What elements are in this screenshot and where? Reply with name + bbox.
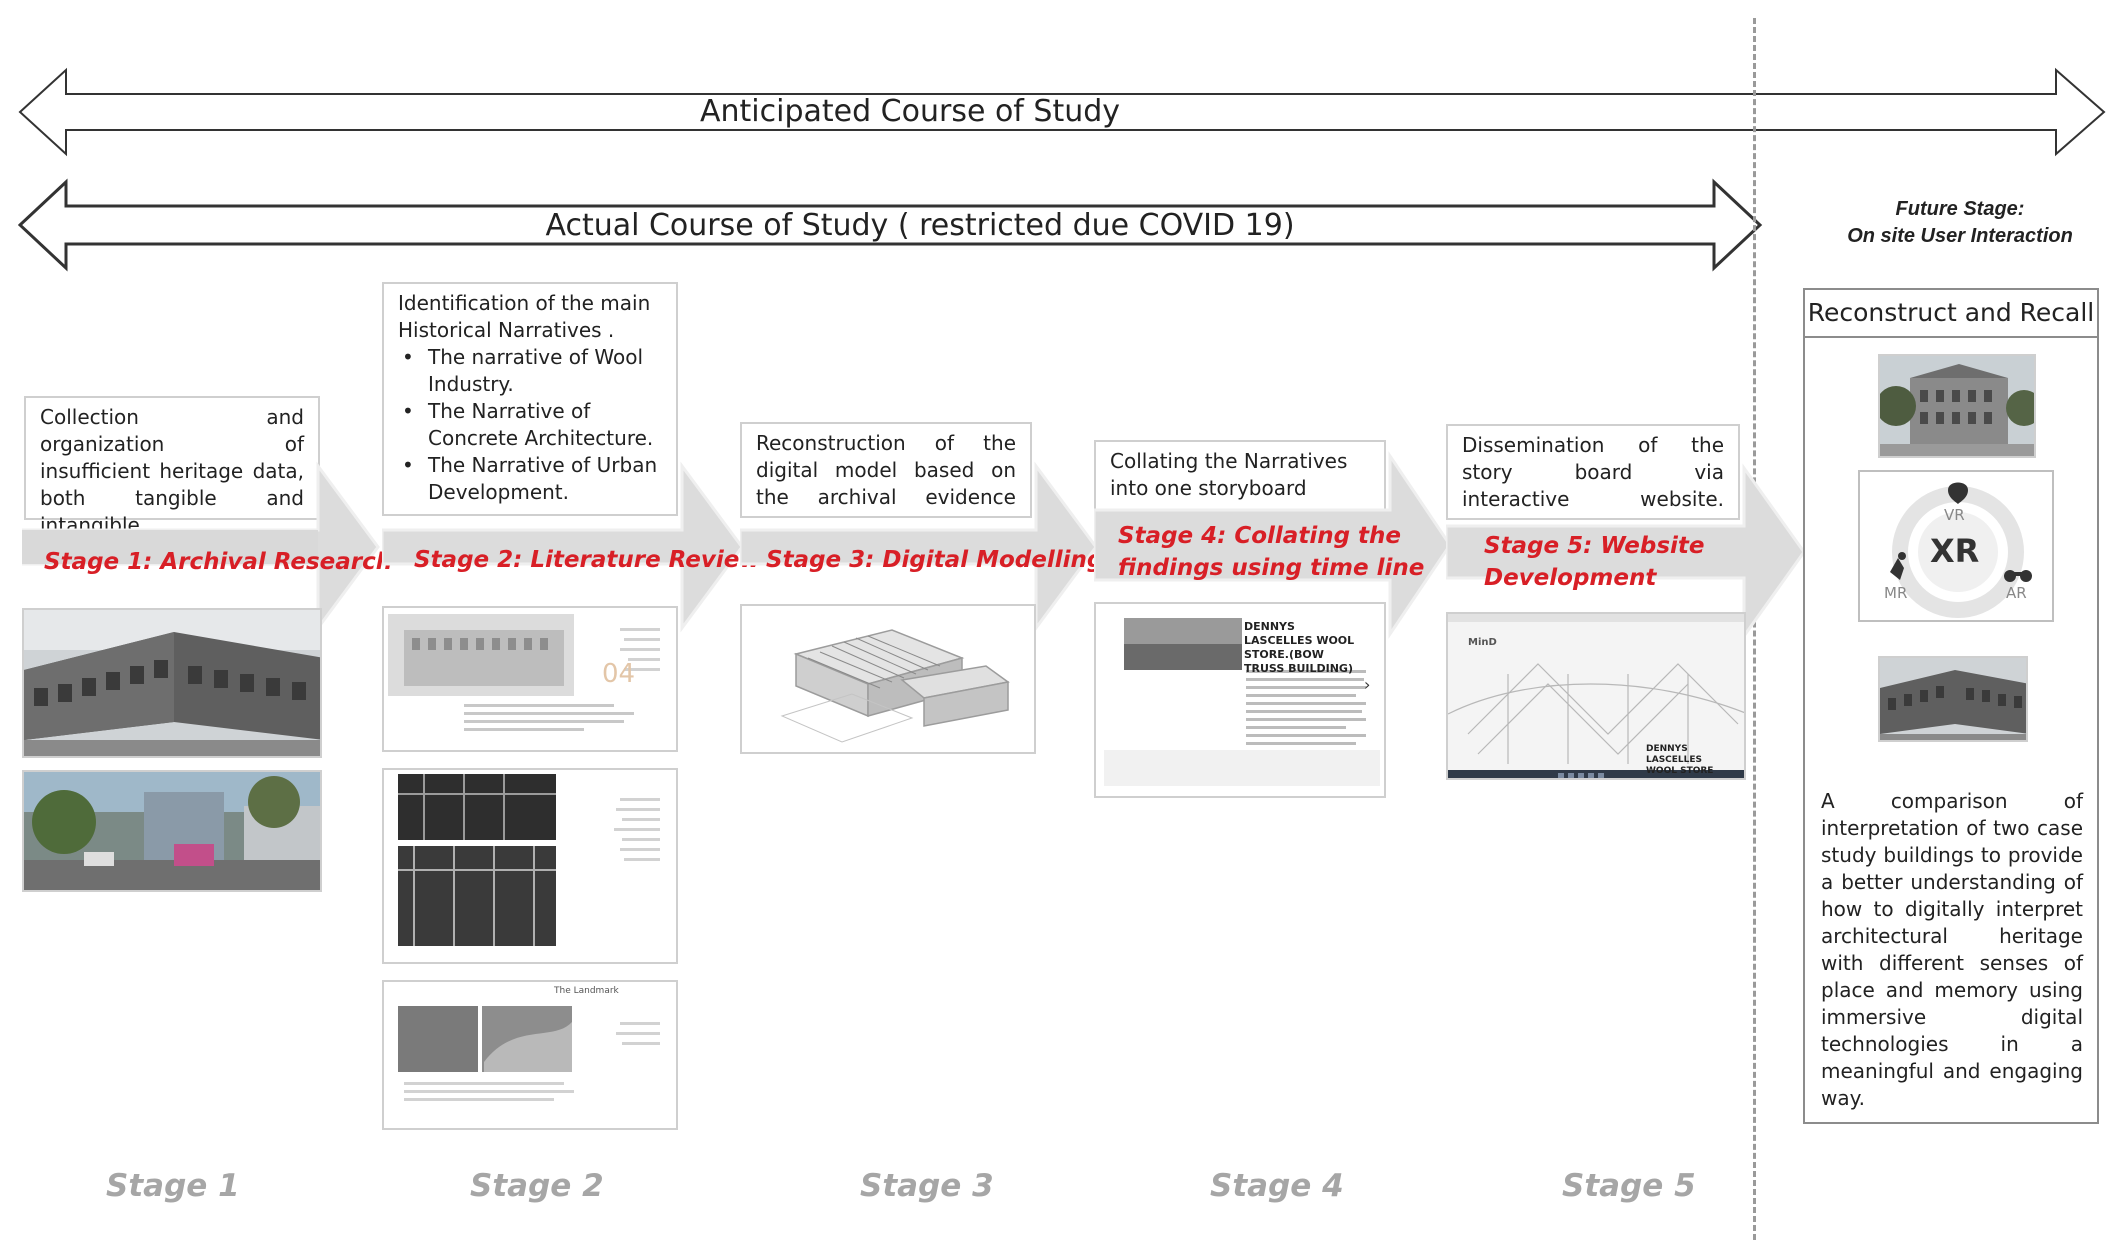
stage3-arrow-label: Stage 3: Digital Modelling: [766, 547, 1104, 573]
anticipated-course-label: Anticipated Course of Study: [699, 94, 1121, 129]
building-photo-icon: [1880, 658, 2026, 740]
stage4-arrow: [1094, 451, 1452, 639]
stage1-description: Collection and organization of insuffici…: [40, 405, 304, 537]
stage5-arrow-label-line2: Development: [1484, 565, 1657, 591]
vr-label: VR: [1944, 506, 1965, 524]
future-stage-title: Future Stage: On site User Interaction: [1800, 196, 2120, 250]
xr-label: XR: [1930, 532, 1980, 570]
building-photo-icon: [24, 610, 320, 756]
stage4-arrow-label-line2: findings using time line: [1118, 555, 1425, 581]
stage2-page-thumbnail-2: [382, 768, 678, 964]
stage4-storyboard-heading: DENNYS LASCELLES WOOL STORE.(BOW TRUSS B…: [1244, 620, 1355, 675]
stage4-storyboard-image: › DENNYS LASCELLES WOOL STORE.(BOW TRUSS…: [1094, 602, 1386, 798]
stage1-arrow-label: Stage 1: Archival Research: [44, 549, 393, 575]
stage3-arrow: [740, 461, 1098, 633]
stage2-page-number: 04: [602, 659, 636, 689]
reconstruct-recall-title: Reconstruct and Recall: [1805, 290, 2097, 338]
stage2-bullet-concrete: The Narrative of Concrete Architecture.: [398, 398, 662, 452]
historic-building-sketch-icon: [388, 614, 660, 731]
aerial-photo-icon: [398, 1006, 660, 1101]
ar-label: AR: [2006, 584, 2027, 602]
bottom-label-stage4: Stage 4: [1210, 1168, 1344, 1204]
stage3-description: Reconstruction of the digital model base…: [756, 431, 1016, 509]
website-screenshot-icon: [1448, 614, 1744, 778]
stage2-bullet-list: The narrative of Wool Industry. The Narr…: [398, 344, 662, 506]
stage3-digital-model-image: [740, 604, 1036, 754]
future-stage-description: A comparison of interpretation of two ca…: [1821, 789, 2083, 1110]
stage5-description-box: Dissemination of the story board via int…: [1446, 424, 1740, 520]
future-stage-building-photo-2: [1878, 656, 2028, 742]
stage1-wool-store-photo: [22, 608, 322, 758]
stage4-description: Collating the Narratives into one storyb…: [1110, 449, 1348, 500]
stage4-arrow-label: Stage 4: Collating the findings using ti…: [1118, 520, 1424, 584]
stage2-bullet-urban: The Narrative of Urban Development.: [398, 452, 662, 506]
future-stage-divider: [1753, 18, 1756, 1240]
stage5-website-screenshot: MinD DENNYS LASCELLES WOOL STORE: [1446, 612, 1746, 780]
storyboard-page-icon: ›: [1104, 618, 1380, 786]
actual-course-arrow: [18, 178, 1763, 272]
stage3-description-box: Reconstruction of the digital model base…: [740, 422, 1032, 518]
future-stage-title-line1: Future Stage:: [1895, 198, 2025, 220]
xr-diagram: XR VR MR AR: [1858, 470, 2054, 622]
stage2-page3-title: The Landmark: [554, 986, 619, 996]
stage2-arrow-label: Stage 2: Literature Review: [414, 547, 761, 573]
stage5-website-caption: DENNYS LASCELLES WOOL STORE: [1646, 744, 1714, 776]
building-photo-icon: [1880, 356, 2034, 456]
anticipated-course-arrow: [18, 67, 2106, 157]
stage2-arrow: [382, 461, 744, 633]
stage1-description-box: Collection and organization of insuffici…: [24, 396, 320, 537]
stage5-website-logo: MinD: [1468, 637, 1497, 648]
stage2-page-thumbnail-1: 04: [382, 606, 678, 752]
future-stage-building-photo-1: [1878, 354, 2036, 458]
mr-label: MR: [1884, 584, 1908, 602]
stage1-street-photo: [22, 770, 322, 892]
bottom-label-stage1: Stage 1: [106, 1168, 240, 1204]
bottom-label-stage2: Stage 2: [470, 1168, 604, 1204]
xr-circle-icon: [1890, 482, 2032, 618]
stage5-arrow-label-line1: Stage 5: Website: [1484, 533, 1705, 559]
stage1-arrow: [22, 461, 380, 633]
bottom-label-stage3: Stage 3: [860, 1168, 994, 1204]
stage5-arrow-label: Stage 5: Website Development: [1484, 530, 1705, 594]
stage2-intro: Identification of the main Historical Na…: [398, 291, 651, 342]
actual-course-label: Actual Course of Study ( restricted due …: [545, 208, 1295, 243]
stage4-arrow-label-line1: Stage 4: Collating the: [1118, 523, 1402, 549]
stage2-page-thumbnail-3: The Landmark: [382, 980, 678, 1130]
stage2-description-box: Identification of the main Historical Na…: [382, 282, 678, 516]
stage2-bullet-wool: The narrative of Wool Industry.: [398, 344, 662, 398]
bottom-label-stage5: Stage 5: [1562, 1168, 1696, 1204]
svg-text:›: ›: [1364, 675, 1370, 694]
street-photo-icon: [24, 772, 320, 890]
stage5-description: Dissemination of the story board via int…: [1462, 433, 1724, 511]
stage5-arrow: [1446, 463, 1806, 641]
wool-industry-photo-icon: [398, 774, 660, 946]
future-stage-title-line2: On site User Interaction: [1847, 225, 2073, 247]
3d-model-icon: [780, 629, 1010, 743]
